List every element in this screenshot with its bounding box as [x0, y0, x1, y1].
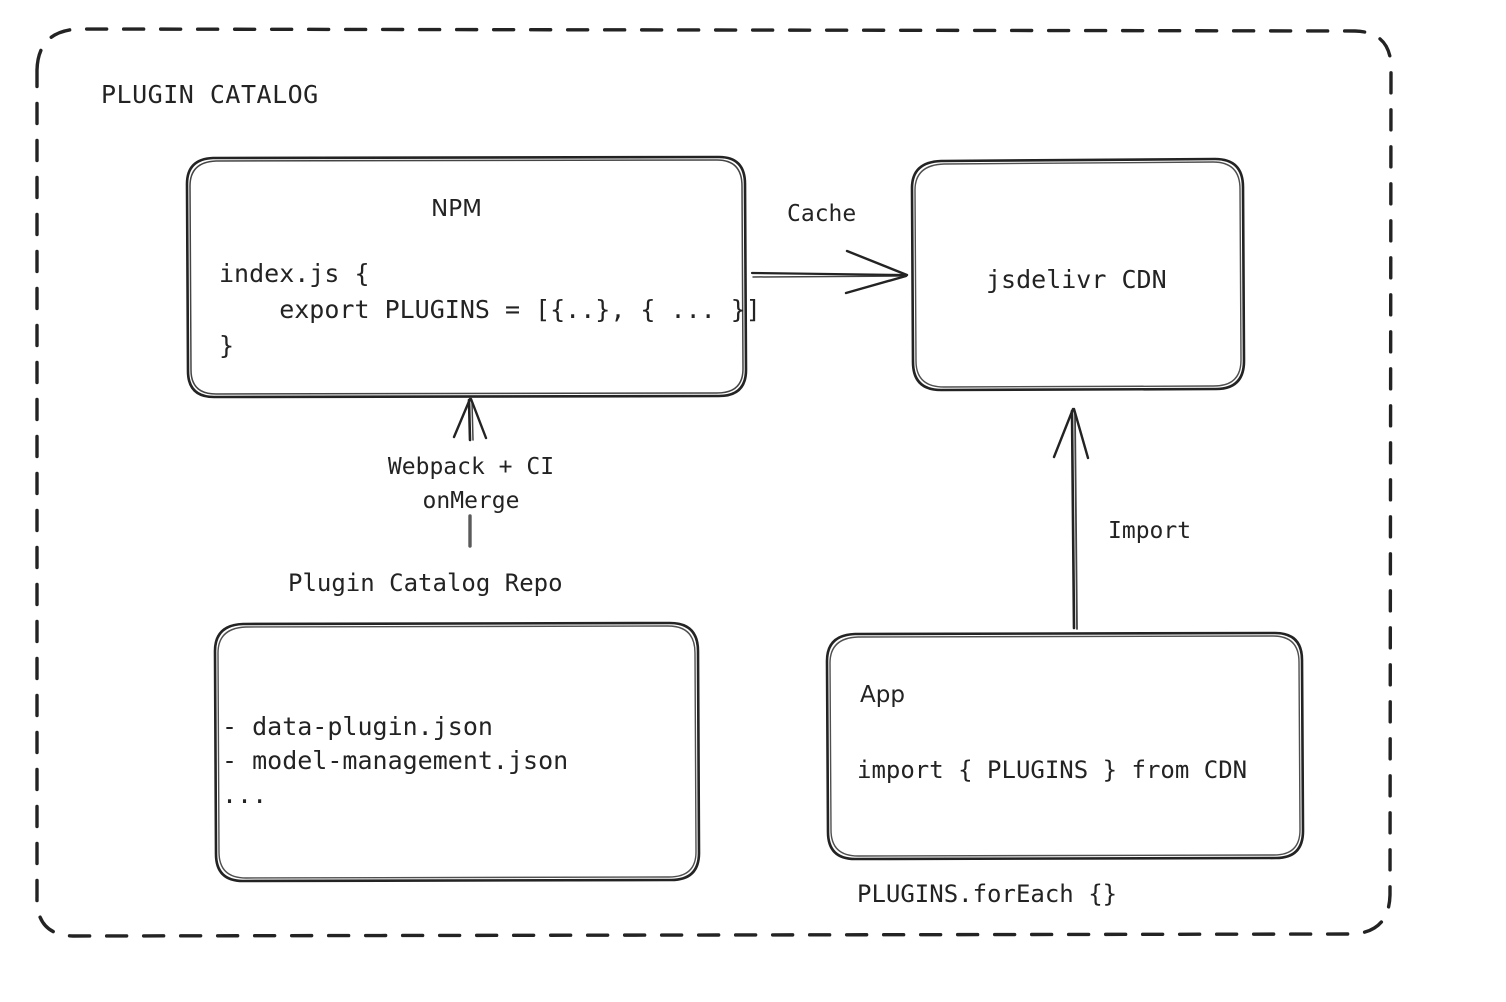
build-arrow — [452, 397, 488, 548]
repo-node-title: Plugin Catalog Repo — [288, 569, 563, 597]
import-arrow — [1052, 407, 1090, 630]
cache-arrow — [750, 249, 909, 295]
import-edge-label: Import — [1108, 518, 1192, 544]
app-node-code: import { PLUGINS } from CDN PLUGINS.forE… — [857, 756, 1248, 908]
plugin-catalog-container-border — [35, 27, 1393, 938]
cdn-node-title: jsdelivr CDN — [986, 265, 1167, 294]
cdn-box — [910, 157, 1246, 392]
cache-edge-label: Cache — [787, 201, 857, 227]
page-title: PLUGIN CATALOG — [101, 80, 319, 109]
npm-node-code: index.js { export PLUGINS = [{..}, { ...… — [219, 259, 761, 360]
npm-node-title: NPM — [431, 196, 482, 222]
app-node-title: App — [860, 682, 905, 708]
npm-box — [185, 155, 748, 399]
repo-node-code: - data-plugin.json - model-management.js… — [222, 712, 569, 809]
app-box — [825, 631, 1305, 861]
build-edge-label: Webpack + CI onMerge — [387, 454, 555, 514]
repo-box — [213, 621, 701, 883]
